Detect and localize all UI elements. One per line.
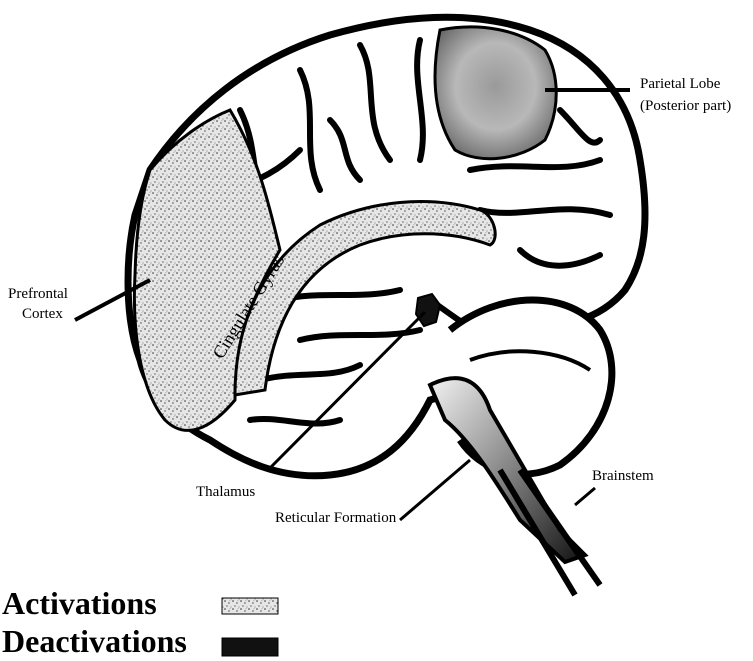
prefrontal-label-line2: Cortex (22, 306, 63, 322)
prefrontal-label-line1: Prefrontal (8, 286, 68, 302)
legend-activations-label: Activations (2, 585, 157, 621)
legend: Activations Deactivations (2, 585, 278, 659)
thalamus-deactivation-region (416, 294, 440, 326)
parietal-label-line2: (Posterior part) (640, 98, 731, 114)
parietal-label-line1: Parietal Lobe (640, 76, 721, 92)
brainstem-label: Brainstem (592, 468, 654, 484)
brainstem-leader-line (575, 488, 595, 505)
reticular-label: Reticular Formation (275, 510, 397, 526)
thalamus-label: Thalamus (196, 484, 255, 500)
legend-deactivations-label: Deactivations (2, 623, 187, 659)
legend-activations-swatch (222, 598, 278, 614)
legend-deactivations-swatch (222, 638, 278, 656)
parietal-activation-region (435, 27, 556, 159)
reticular-leader-line (400, 460, 470, 520)
